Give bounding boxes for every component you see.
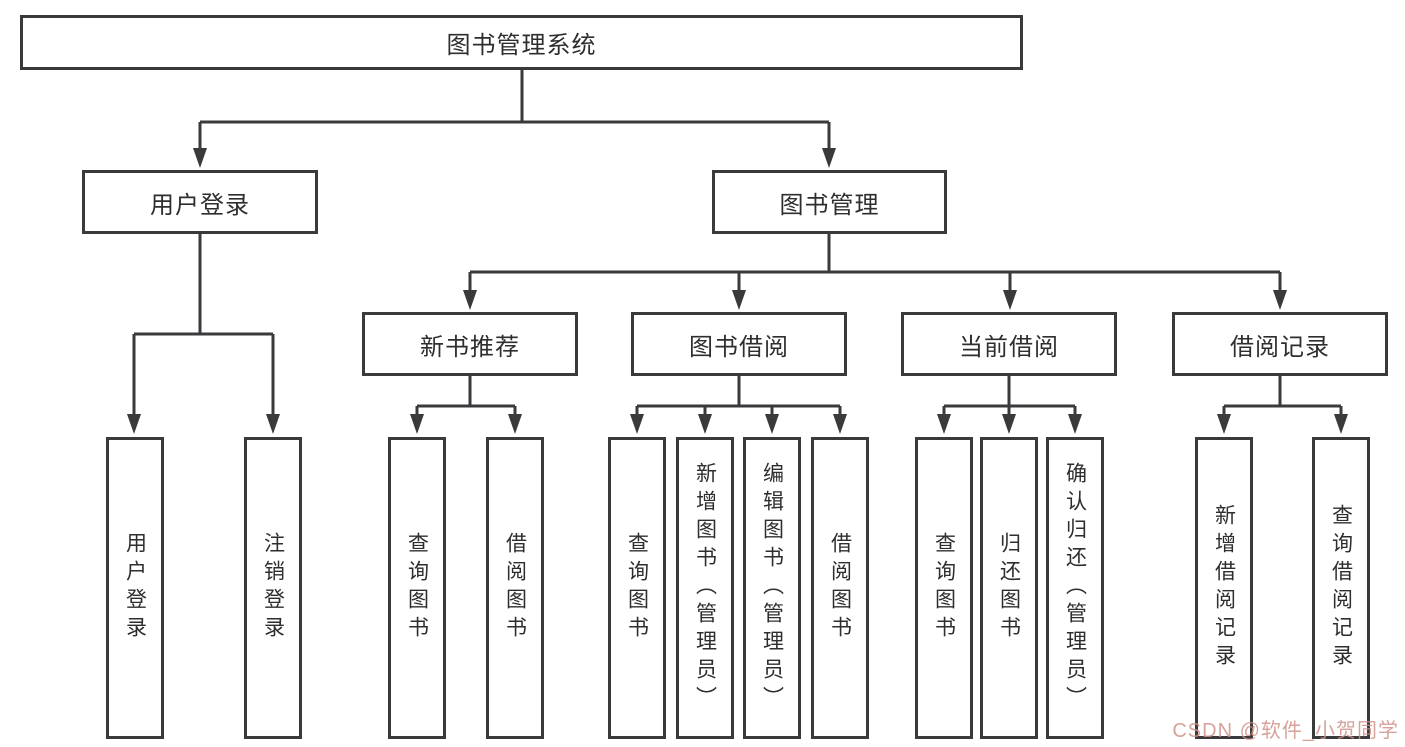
- connector-new-book-children: [410, 376, 522, 434]
- arrowhead: [765, 414, 779, 434]
- csdn-watermark: CSDN @软件_小贺同学: [1172, 720, 1399, 742]
- node-root-label: 图书管理系统: [446, 32, 597, 59]
- node-current-borrow-label: 当前借阅: [959, 333, 1059, 361]
- arrowhead: [1334, 414, 1348, 434]
- arrowhead: [1003, 290, 1017, 310]
- node-leaf-query-borrow-record-label: 查询借阅记录: [1329, 504, 1353, 672]
- arrowhead: [266, 414, 280, 434]
- node-leaf-query-books-borrow: 查询图书: [608, 437, 666, 739]
- node-leaf-query-books-recommend-label: 查询图书: [405, 532, 429, 644]
- node-user-login: 用户登录: [82, 170, 318, 234]
- node-root: 图书管理系统: [20, 15, 1023, 70]
- connector-book-management-children: [463, 234, 1287, 310]
- node-leaf-edit-books-admin-label: 编辑图书（管理员）: [760, 462, 784, 714]
- arrowhead: [937, 414, 951, 434]
- connector-root-to-level2: [193, 70, 836, 168]
- arrowhead: [463, 290, 477, 310]
- node-leaf-query-books-current: 查询图书: [915, 437, 973, 739]
- node-borrow-records-label: 借阅记录: [1230, 333, 1330, 361]
- arrowhead: [127, 414, 141, 434]
- connector-borrow-records-children: [1217, 376, 1348, 434]
- node-leaf-add-borrow-record: 新增借阅记录: [1195, 437, 1253, 739]
- arrowhead: [630, 414, 644, 434]
- node-leaf-borrow-books-recommend: 借阅图书: [486, 437, 544, 739]
- arrowhead: [193, 148, 207, 168]
- node-book-borrow: 图书借阅: [631, 312, 847, 376]
- arrowhead: [1217, 414, 1231, 434]
- node-leaf-borrow-books: 借阅图书: [811, 437, 869, 739]
- node-leaf-user-login: 用户登录: [106, 437, 164, 739]
- node-leaf-borrow-books-recommend-label: 借阅图书: [503, 532, 527, 644]
- node-leaf-return-books-label: 归还图书: [997, 532, 1021, 644]
- connector-current-borrow-children: [937, 376, 1082, 434]
- arrowhead: [822, 148, 836, 168]
- node-leaf-query-books-recommend: 查询图书: [388, 437, 446, 739]
- node-leaf-add-borrow-record-label: 新增借阅记录: [1212, 504, 1236, 672]
- arrowhead: [833, 414, 847, 434]
- node-borrow-records: 借阅记录: [1172, 312, 1388, 376]
- node-leaf-logout-label: 注销登录: [261, 532, 285, 644]
- node-leaf-logout: 注销登录: [244, 437, 302, 739]
- node-leaf-query-books-borrow-label: 查询图书: [625, 532, 649, 644]
- node-leaf-borrow-books-label: 借阅图书: [828, 532, 852, 644]
- arrowhead: [1068, 414, 1082, 434]
- arrowhead: [732, 290, 746, 310]
- node-leaf-confirm-return-admin: 确认归还（管理员）: [1046, 437, 1104, 739]
- node-leaf-add-books-admin: 新增图书（管理员）: [676, 437, 734, 739]
- node-leaf-query-books-current-label: 查询图书: [932, 532, 956, 644]
- arrowhead: [1273, 290, 1287, 310]
- node-leaf-query-borrow-record: 查询借阅记录: [1312, 437, 1370, 739]
- arrowhead: [698, 414, 712, 434]
- node-leaf-user-login-label: 用户登录: [123, 532, 147, 644]
- arrowhead: [410, 414, 424, 434]
- node-leaf-add-books-admin-label: 新增图书（管理员）: [693, 462, 717, 714]
- node-book-management: 图书管理: [712, 170, 947, 234]
- node-new-book-recommend: 新书推荐: [362, 312, 578, 376]
- node-new-book-recommend-label: 新书推荐: [420, 333, 520, 361]
- node-book-management-label: 图书管理: [779, 191, 880, 219]
- node-user-login-label: 用户登录: [150, 191, 250, 219]
- node-leaf-confirm-return-admin-label: 确认归还（管理员）: [1063, 462, 1087, 714]
- node-leaf-edit-books-admin: 编辑图书（管理员）: [743, 437, 801, 739]
- connector-user-login-children: [127, 234, 280, 434]
- node-leaf-return-books: 归还图书: [980, 437, 1038, 739]
- connector-book-borrow-children: [630, 376, 847, 434]
- arrowhead: [1002, 414, 1016, 434]
- node-current-borrow: 当前借阅: [901, 312, 1117, 376]
- node-book-borrow-label: 图书借阅: [689, 333, 789, 361]
- arrowhead: [508, 414, 522, 434]
